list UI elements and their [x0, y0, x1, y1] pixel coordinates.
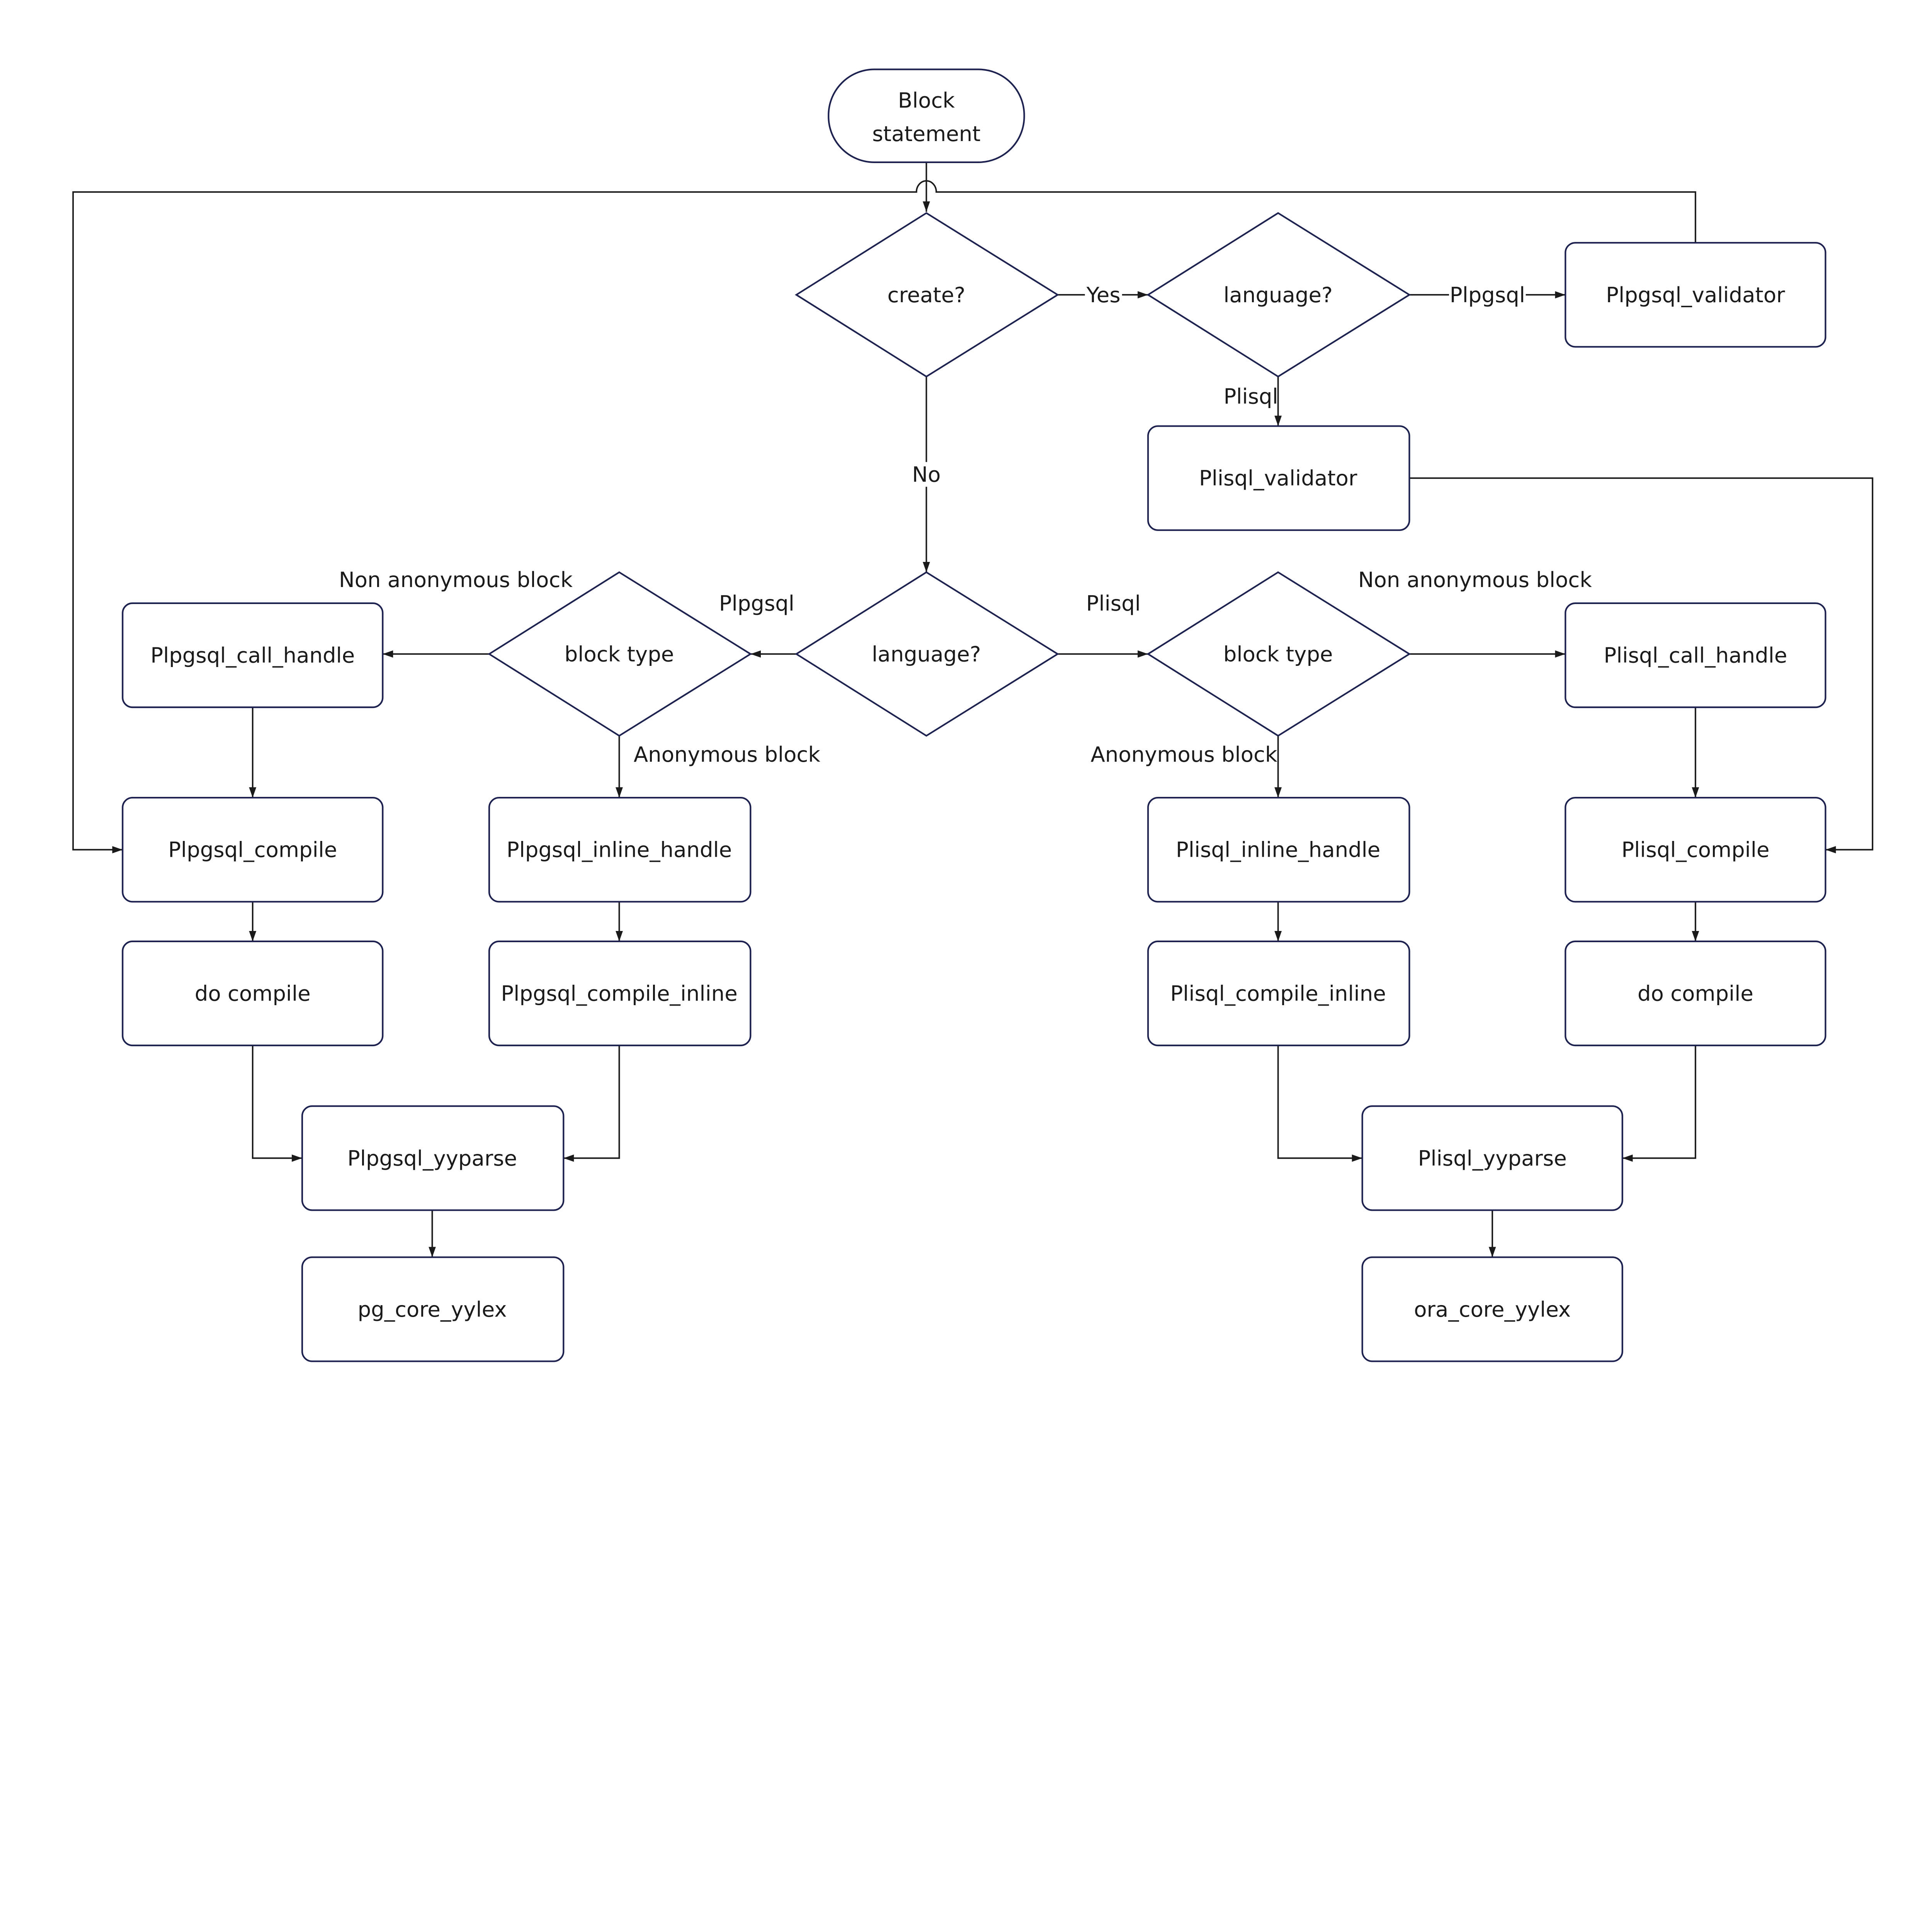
edge — [252, 1045, 303, 1162]
node-plpgsql-inline-handle: Plpgsql_inline_handle — [488, 797, 752, 903]
node-plisql-compile: Plisql_compile — [1565, 797, 1827, 903]
label-right-anon: Anonymous block — [1091, 742, 1277, 767]
decision-create: create? — [794, 212, 1060, 378]
node-plisql-call-handle: Plisql_call_handle — [1565, 602, 1827, 708]
decision-text: language? — [1223, 283, 1333, 307]
node-text: Plpgsql_inline_handle — [507, 837, 732, 862]
edge-validator-loop — [72, 180, 1696, 854]
node-do-compile-left: do compile — [122, 940, 384, 1047]
decision-text: block type — [1223, 642, 1333, 666]
start-terminal: Block statement — [828, 68, 1025, 163]
label-top-plpgsql: Plpgsql — [1450, 283, 1525, 307]
decision-block-type-right: block type — [1146, 571, 1411, 737]
node-ora-core-yylex: ora_core_yylex — [1361, 1256, 1623, 1362]
decision-text: block type — [565, 642, 674, 666]
label-top-plisql: Plisql — [1224, 384, 1278, 409]
node-text: do compile — [195, 981, 311, 1006]
node-text: ora_core_yylex — [1414, 1297, 1571, 1322]
decision-language-mid: language? — [794, 571, 1060, 737]
node-pg-core-yylex: pg_core_yylex — [301, 1256, 565, 1362]
label-mid-plisql: Plisql — [1086, 591, 1141, 616]
node-text: Plpgsql_compile — [168, 837, 337, 862]
node-text: Plisql_yyparse — [1418, 1146, 1567, 1171]
node-plpgsql-compile-inline: Plpgsql_compile_inline — [488, 940, 752, 1047]
start-text-1: Block — [898, 88, 955, 113]
node-text: Plpgsql_compile_inline — [501, 981, 737, 1006]
decision-text: language? — [872, 642, 981, 666]
edge-plisql-validator-compile — [1409, 477, 1874, 854]
process-nodes: Plpgsql_validator Plisql_validator Plpgs… — [122, 242, 1827, 1362]
connectors — [72, 162, 1874, 1258]
node-plisql-validator: Plisql_validator — [1147, 425, 1410, 531]
node-text: do compile — [1638, 981, 1753, 1006]
start-text-2: statement — [872, 121, 980, 146]
edge — [1277, 1045, 1362, 1162]
label-yes: Yes — [1086, 283, 1121, 307]
decision-language-top: language? — [1146, 212, 1411, 378]
node-plpgsql-yyparse: Plpgsql_yyparse — [301, 1105, 565, 1211]
edge — [1622, 1045, 1696, 1162]
node-plisql-compile-inline: Plisql_compile_inline — [1147, 940, 1410, 1047]
node-plpgsql-call-handle: Plpgsql_call_handle — [122, 602, 384, 708]
node-plisql-yyparse: Plisql_yyparse — [1361, 1105, 1623, 1211]
label-right-non-anon: Non anonymous block — [1358, 567, 1592, 592]
node-text: Plisql_validator — [1199, 466, 1357, 490]
node-do-compile-right: do compile — [1565, 940, 1827, 1047]
node-plisql-inline-handle: Plisql_inline_handle — [1147, 797, 1410, 903]
node-text: Plisql_compile_inline — [1170, 981, 1386, 1006]
node-text: Plpgsql_yyparse — [347, 1146, 517, 1171]
label-mid-plpgsql: Plpgsql — [719, 591, 794, 616]
node-text: Plpgsql_validator — [1606, 283, 1785, 307]
label-left-non-anon: Non anonymous block — [339, 567, 573, 592]
node-plpgsql-compile: Plpgsql_compile — [122, 797, 384, 903]
node-text: Plpgsql_call_handle — [150, 643, 355, 668]
edge-labels: Yes No Plpgsql Plisql Plpgsql Plisql Non… — [339, 282, 1592, 767]
edge — [563, 1045, 620, 1162]
decision-text: create? — [888, 283, 966, 307]
flowchart: Yes No Plpgsql Plisql Plpgsql Plisql Non… — [72, 68, 1874, 1362]
node-text: Plisql_inline_handle — [1176, 837, 1380, 862]
node-plpgsql-validator: Plpgsql_validator — [1565, 242, 1827, 348]
label-left-anon: Anonymous block — [634, 742, 820, 767]
label-no: No — [912, 462, 940, 487]
node-text: Plisql_compile — [1621, 837, 1769, 862]
node-text: pg_core_yylex — [358, 1297, 507, 1322]
node-text: Plisql_call_handle — [1604, 643, 1787, 668]
decision-block-type-left: block type — [488, 571, 752, 737]
